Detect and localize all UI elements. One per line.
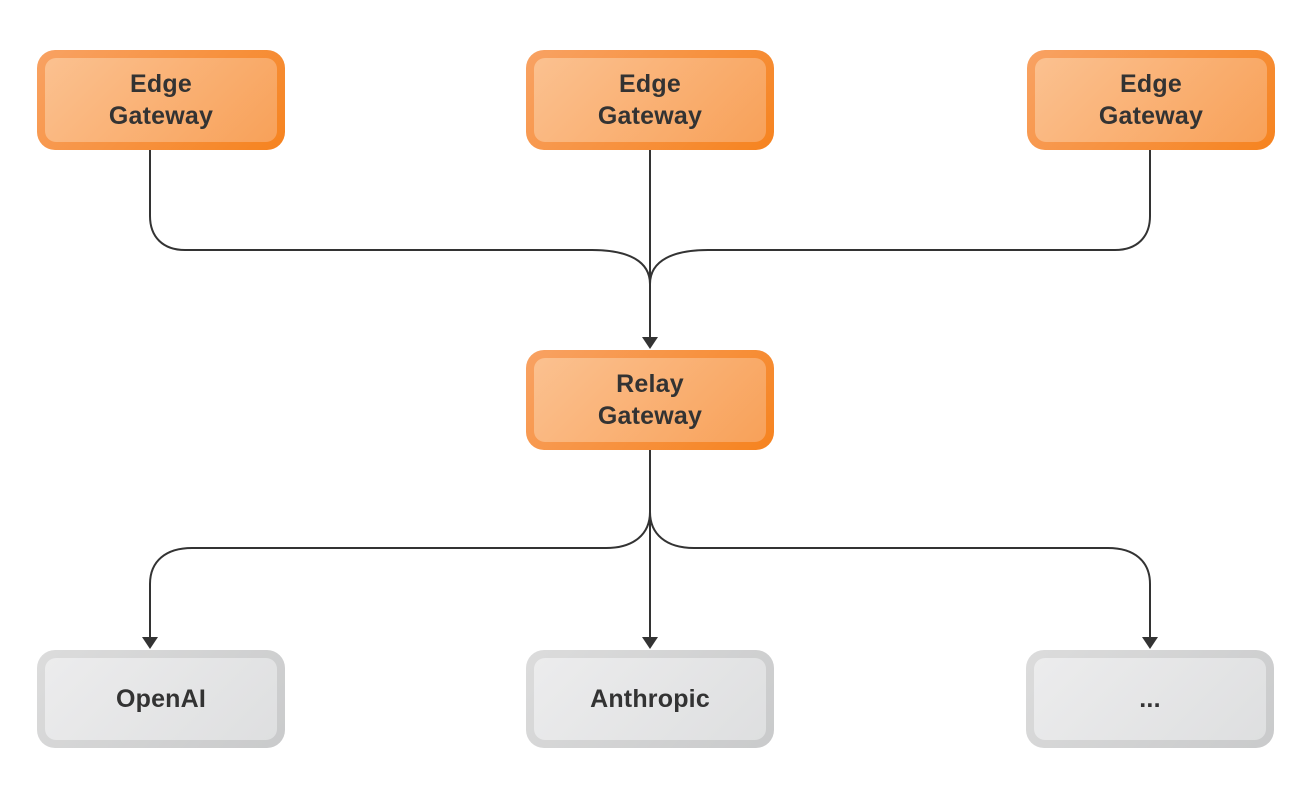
node-label: Edge Gateway [597, 70, 703, 130]
connector-relay-to-more [649, 511, 1151, 637]
node-label: Relay Gateway [597, 370, 703, 430]
node-label: Edge Gateway [108, 70, 214, 130]
connector-relay-to-openai [149, 511, 651, 637]
node-provider-more: ... [1026, 650, 1274, 748]
arrowhead-anthropic [642, 637, 658, 649]
arrowhead-openai [142, 637, 158, 649]
node-label: ... [1139, 685, 1161, 713]
node-relay-gateway: Relay Gateway [526, 350, 774, 450]
node-provider-anthropic: Anthropic [526, 650, 774, 748]
node-provider-openai-panel: OpenAI [45, 658, 277, 740]
node-label: OpenAI [115, 685, 207, 713]
node-provider-more-panel: ... [1034, 658, 1266, 740]
node-provider-anthropic-panel: Anthropic [534, 658, 766, 740]
node-edge-gateway-2-panel: Edge Gateway [534, 58, 766, 142]
node-provider-openai: OpenAI [37, 650, 285, 748]
node-relay-gateway-panel: Relay Gateway [534, 358, 766, 442]
arrowhead-relay [642, 337, 658, 349]
node-edge-gateway-3: Edge Gateway [1027, 50, 1275, 150]
node-label: Anthropic [590, 685, 710, 713]
node-edge-gateway-3-panel: Edge Gateway [1035, 58, 1267, 142]
node-label: Edge Gateway [1098, 70, 1204, 130]
node-edge-gateway-1: Edge Gateway [37, 50, 285, 150]
connector-edge3-to-relay [649, 150, 1151, 285]
arrowhead-more [1142, 637, 1158, 649]
node-edge-gateway-1-panel: Edge Gateway [45, 58, 277, 142]
connector-edge1-to-relay [149, 150, 651, 285]
node-edge-gateway-2: Edge Gateway [526, 50, 774, 150]
